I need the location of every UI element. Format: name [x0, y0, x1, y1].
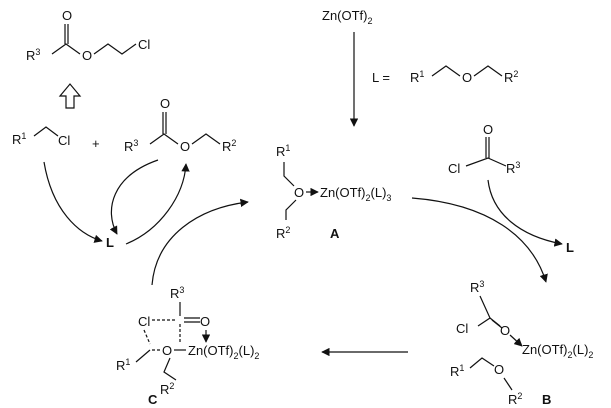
ligand-L-right: L — [566, 240, 574, 255]
complex-B-Cl: Cl — [456, 321, 468, 336]
complex-B-R3: R3 — [470, 279, 484, 295]
complex-C-zinc: Zn(OTf)2(L)2 — [188, 343, 259, 361]
acyl-Cl: Cl — [448, 161, 460, 176]
complex-C-R1: R1 — [116, 357, 130, 373]
complex-A-O: O — [294, 185, 304, 200]
ester-product-Cl: Cl — [138, 37, 150, 52]
complex-B-R1: R1 — [450, 363, 464, 379]
complex-A-R1: R1 — [276, 143, 290, 159]
hollow-up-arrow — [58, 83, 82, 109]
complex-B: R3 Cl O Zn(OTf)2(L)2 R1 O R2 — [450, 279, 593, 407]
acyl-O: O — [483, 122, 493, 137]
ligand-L-left: L — [106, 235, 114, 250]
complex-A: R1 O Zn(OTf)2(L)3 R2 — [276, 143, 391, 241]
ligand-O: O — [462, 70, 472, 85]
complex-C-R2: R2 — [160, 381, 174, 397]
complex-C-Cl: Cl — [138, 314, 150, 329]
catalyst-ZnOTf2: Zn(OTf)2 — [322, 8, 373, 26]
alkyl-chloride-R1: R1 — [12, 131, 26, 147]
label-B: B — [542, 392, 551, 407]
complex-B-zinc: Zn(OTf)2(L)2 — [522, 342, 593, 360]
complex-B-R2: R2 — [508, 391, 522, 407]
ester-product-ether-O: O — [82, 48, 92, 63]
complex-B-ether-O: O — [494, 362, 504, 377]
arrow-C-to-A — [151, 198, 249, 286]
ligand-R1: R1 — [410, 69, 424, 85]
label-A: A — [330, 226, 340, 241]
ester-product-R3: R3 — [26, 47, 40, 63]
acyl-chloride: O Cl R3 — [448, 122, 520, 176]
product-chloroethyl-ester: R3 O O Cl — [26, 8, 150, 63]
label-C: C — [148, 392, 158, 407]
complex-C-ether-O: O — [162, 343, 172, 358]
arrow-into-L — [109, 159, 159, 235]
arrow-chloride-to-L — [43, 161, 103, 243]
complex-C-carbonyl-O: O — [200, 314, 210, 329]
ester-R3: R3 — [124, 138, 138, 154]
substrate-ester: R3 O O R2 — [124, 96, 236, 154]
arrow-A-to-B — [411, 197, 548, 283]
ester-R2: R2 — [222, 138, 236, 154]
complex-A-R2: R2 — [276, 225, 290, 241]
ester-product-carbonyl-O: O — [62, 8, 72, 23]
ligand-R2: R2 — [504, 69, 518, 85]
arrow-acyl-in — [487, 179, 563, 247]
plus-sign: + — [92, 136, 100, 151]
alkyl-chloride-Cl: Cl — [58, 133, 70, 148]
ester-carbonyl-O: O — [160, 96, 170, 111]
ester-ether-O: O — [180, 139, 190, 154]
complex-C-R3: R3 — [170, 285, 184, 301]
ligand-definition-label: L = — [372, 70, 390, 85]
arrow-L-to-ester — [125, 163, 190, 245]
complex-A-zinc: Zn(OTf)2(L)3 — [320, 185, 391, 203]
ligand-ether-structure: R1 O R2 — [410, 65, 518, 85]
alkyl-chloride: R1 Cl — [12, 126, 70, 148]
complex-B-carbonyl-O: O — [500, 323, 510, 338]
acyl-R3: R3 — [506, 160, 520, 176]
complex-C: R3 Cl O O Zn(OTf)2(L)2 R1 R2 — [116, 285, 259, 397]
